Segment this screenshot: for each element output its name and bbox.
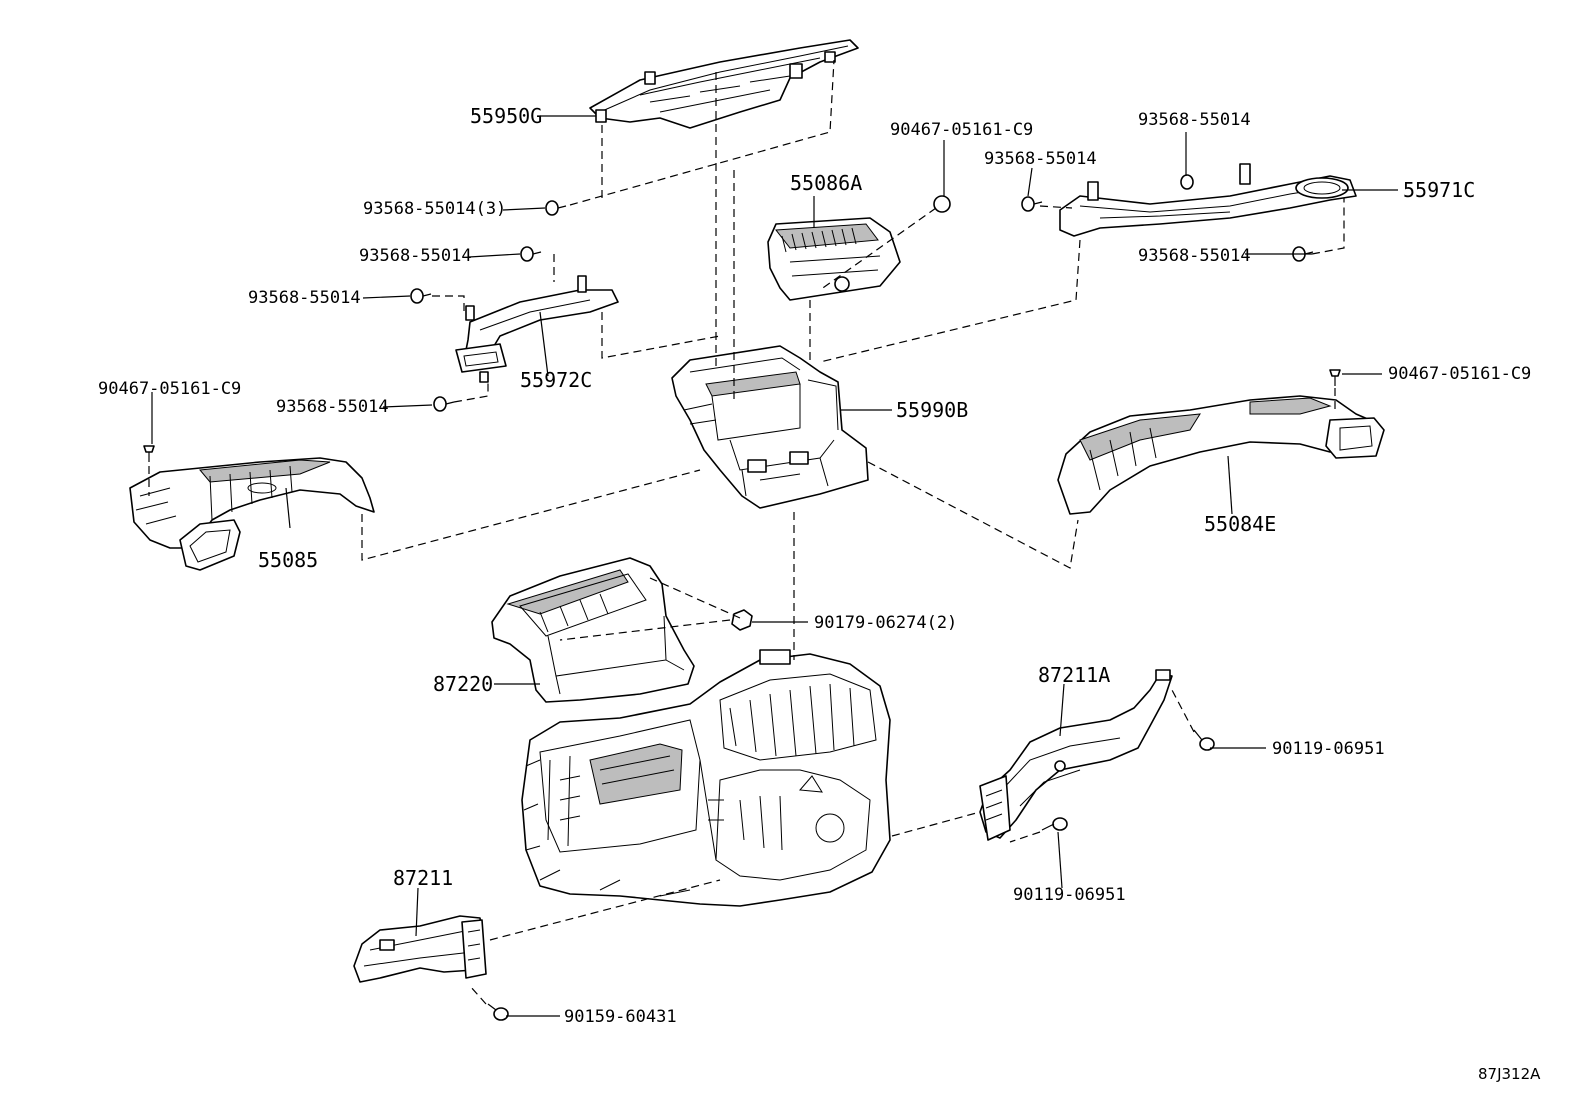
label-90159-60431: 90159-60431: [564, 1007, 677, 1027]
part-55085-duct: [129, 457, 375, 571]
bolt-icon: [487, 1003, 509, 1021]
label-93568-55014-3: 93568-55014(3): [363, 199, 506, 219]
part-87211-duct: [353, 915, 487, 983]
part-55084e-duct: [1057, 395, 1385, 515]
clip-icon: [143, 445, 155, 462]
label-55950g: 55950G: [470, 104, 542, 128]
diagram-reference-code: 87J312A: [1478, 1065, 1541, 1083]
screw-icon: [1021, 196, 1043, 212]
part-87220-cover: [491, 557, 695, 703]
label-55972c: 55972C: [520, 368, 592, 392]
bolt-icon: [1193, 729, 1215, 751]
label-87220: 87220: [433, 672, 493, 696]
part-55950g-duct: [589, 39, 859, 129]
labels: 55950G 93568-55014(3) 93568-55014 93568-…: [98, 104, 1541, 1083]
label-90467-05161-c9-left: 90467-05161-C9: [98, 379, 241, 399]
fastener-graphics: [143, 174, 1341, 1021]
label-93568-55014-b: 93568-55014: [248, 288, 361, 308]
label-93568-55014-f: 93568-55014: [1138, 246, 1251, 266]
label-90179-06274-2: 90179-06274(2): [814, 613, 957, 633]
nut-icon: [731, 609, 753, 631]
screw-icon: [520, 246, 542, 262]
clip-icon: [1329, 369, 1341, 386]
label-90467-05161-c9-top: 90467-05161-C9: [890, 120, 1033, 140]
label-55086a: 55086A: [790, 171, 862, 195]
label-90119-06951-a: 90119-06951: [1272, 739, 1385, 759]
part-55971c-duct: [1059, 163, 1357, 237]
label-87211: 87211: [393, 866, 453, 890]
part-55990b-box: [671, 345, 869, 509]
label-90119-06951-b: 90119-06951: [1013, 885, 1126, 905]
label-93568-55014-e: 93568-55014: [1138, 110, 1251, 130]
screw-icon: [545, 200, 567, 216]
assembly-lines: [148, 59, 1345, 1005]
bolt-icon: [1041, 817, 1068, 831]
label-93568-55014-c: 93568-55014: [276, 397, 389, 417]
screw-icon: [410, 288, 432, 304]
part-55972c-duct: [455, 275, 619, 383]
label-87211a: 87211A: [1038, 663, 1110, 687]
part-55086a-register: [767, 217, 901, 301]
label-55971c: 55971C: [1403, 178, 1475, 202]
screw-icon: [1180, 174, 1194, 190]
part-87211a-duct: [979, 669, 1173, 841]
label-90467-05161-c9-right: 90467-05161-C9: [1388, 364, 1531, 384]
screw-icon: [433, 396, 455, 412]
clip-icon: [933, 195, 951, 213]
label-55085: 55085: [258, 548, 318, 572]
part-ac-unit-assembly: [521, 649, 891, 907]
label-93568-55014-d: 93568-55014: [984, 149, 1097, 169]
leader-lines: [151, 115, 1398, 1017]
label-55990b: 55990B: [896, 398, 968, 422]
label-93568-55014-a: 93568-55014: [359, 246, 472, 266]
label-55084e: 55084E: [1204, 512, 1276, 536]
